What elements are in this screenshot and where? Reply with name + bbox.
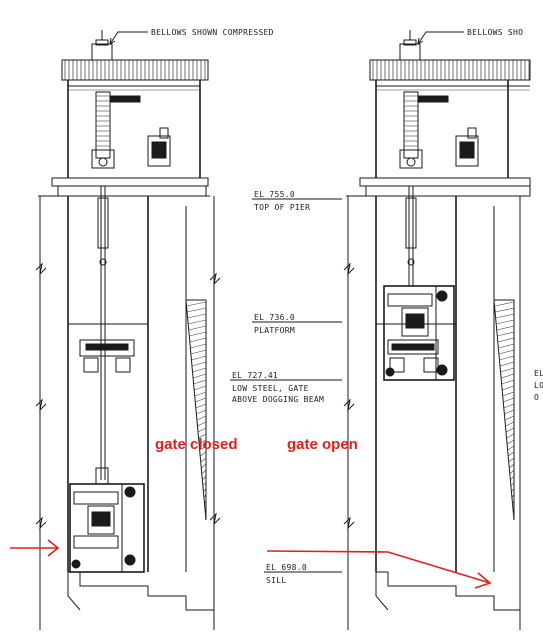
bellows-leader-right [417,31,464,45]
right-hoist-motor [455,127,479,167]
elevation-727-label: EL 727.41 [232,371,278,380]
right-bellows [399,30,421,61]
gate-closed-annotation: gate closed [155,436,238,453]
right-hoist-roof [369,59,531,81]
right-hoist-cylinder [399,91,449,169]
left-bellows [91,30,113,61]
right-gate-assembly [343,30,531,630]
elevation-755-label: EL 755.0 [254,190,295,199]
right-pier [343,186,521,630]
gate-open-annotation: gate open [287,436,358,453]
gate-closed-arrow [10,539,60,557]
elevation-698-label: EL 698.0 [266,563,307,572]
sill-label: SILL [266,576,286,585]
bellows-label-left: BELLOWS SHOWN COMPRESSED [151,28,274,37]
right-edge-label-1: EL [534,369,543,378]
left-hoist-motor [147,127,171,167]
left-hoist-cylinder [91,91,141,169]
right-hoist-frame [359,80,531,197]
platform-label: PLATFORM [254,326,295,335]
gate-open-arrow [266,550,492,589]
low-steel-label: LOW STEEL, GATE [232,384,309,393]
left-gate-assembly [35,30,221,630]
above-dogging-label: ABOVE DOGGING BEAM [232,395,324,404]
right-gate-body [383,285,455,381]
left-hoist-roof [61,59,209,81]
right-edge-label-3: O [534,393,539,402]
left-pier [35,186,221,630]
elevation-736-label: EL 736.0 [254,313,295,322]
right-edge-label-2: LO [534,381,543,390]
top-of-pier-label: TOP OF PIER [254,203,310,212]
bellows-label-right: BELLOWS SHO [467,28,523,37]
left-gate-body [69,467,145,573]
bellows-leader-left [109,31,148,45]
left-hoist-frame [51,80,209,197]
